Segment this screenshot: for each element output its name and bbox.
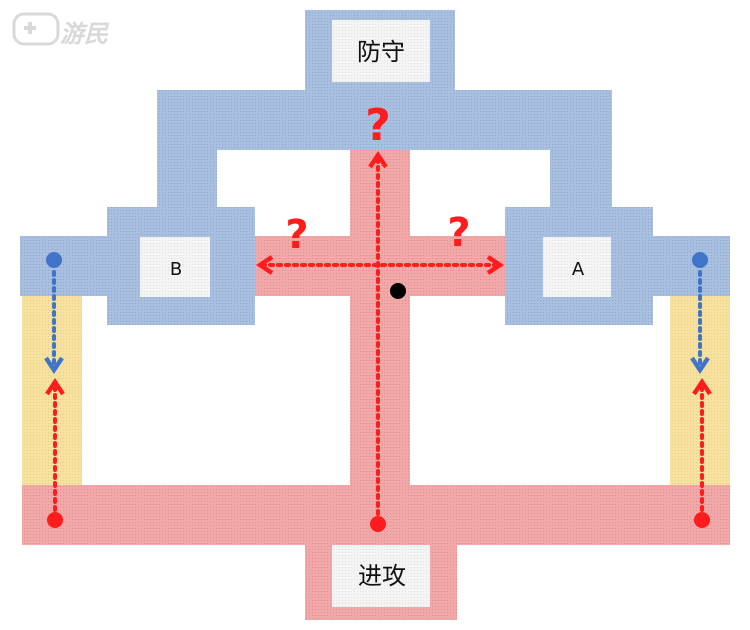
left-flank-top	[20, 236, 107, 296]
left-flank-corridor	[22, 296, 82, 486]
left-attacker-marker	[47, 512, 63, 528]
left-defender-marker	[46, 252, 62, 268]
watermark-text: 游民	[60, 20, 110, 48]
question-mark-right: ?	[447, 210, 470, 256]
gamepad-dpad-v	[28, 22, 32, 34]
attack-label-box	[332, 545, 430, 607]
watermark-logo: 游民	[12, 12, 110, 48]
attack-bottom-bar	[22, 485, 730, 545]
gamepad-icon	[12, 12, 60, 46]
mid-attacker-marker	[370, 516, 386, 532]
defense-left-vertical	[157, 150, 217, 207]
defense-top-bar	[157, 90, 612, 150]
defense-label: 防守	[357, 38, 405, 66]
site-b-label-box	[140, 237, 210, 297]
site-a-label: A	[572, 259, 585, 280]
attack-paths	[45, 151, 712, 524]
site-b-label: B	[170, 259, 182, 280]
right-defender-marker	[692, 252, 708, 268]
attack-label: 进攻	[358, 562, 406, 590]
defense-zone	[20, 10, 730, 325]
question-mark-left: ?	[285, 212, 308, 258]
right-attacker-marker	[694, 512, 710, 528]
defense-label-box	[332, 20, 430, 82]
defense-right-vertical	[550, 150, 612, 207]
question-mark-top: ?	[365, 100, 391, 151]
mid-vertical-corridor	[350, 150, 410, 485]
site-a-label-box	[543, 237, 611, 297]
right-flank-top	[653, 236, 730, 296]
player-position-marker	[390, 283, 406, 299]
defense-paths	[44, 270, 710, 374]
